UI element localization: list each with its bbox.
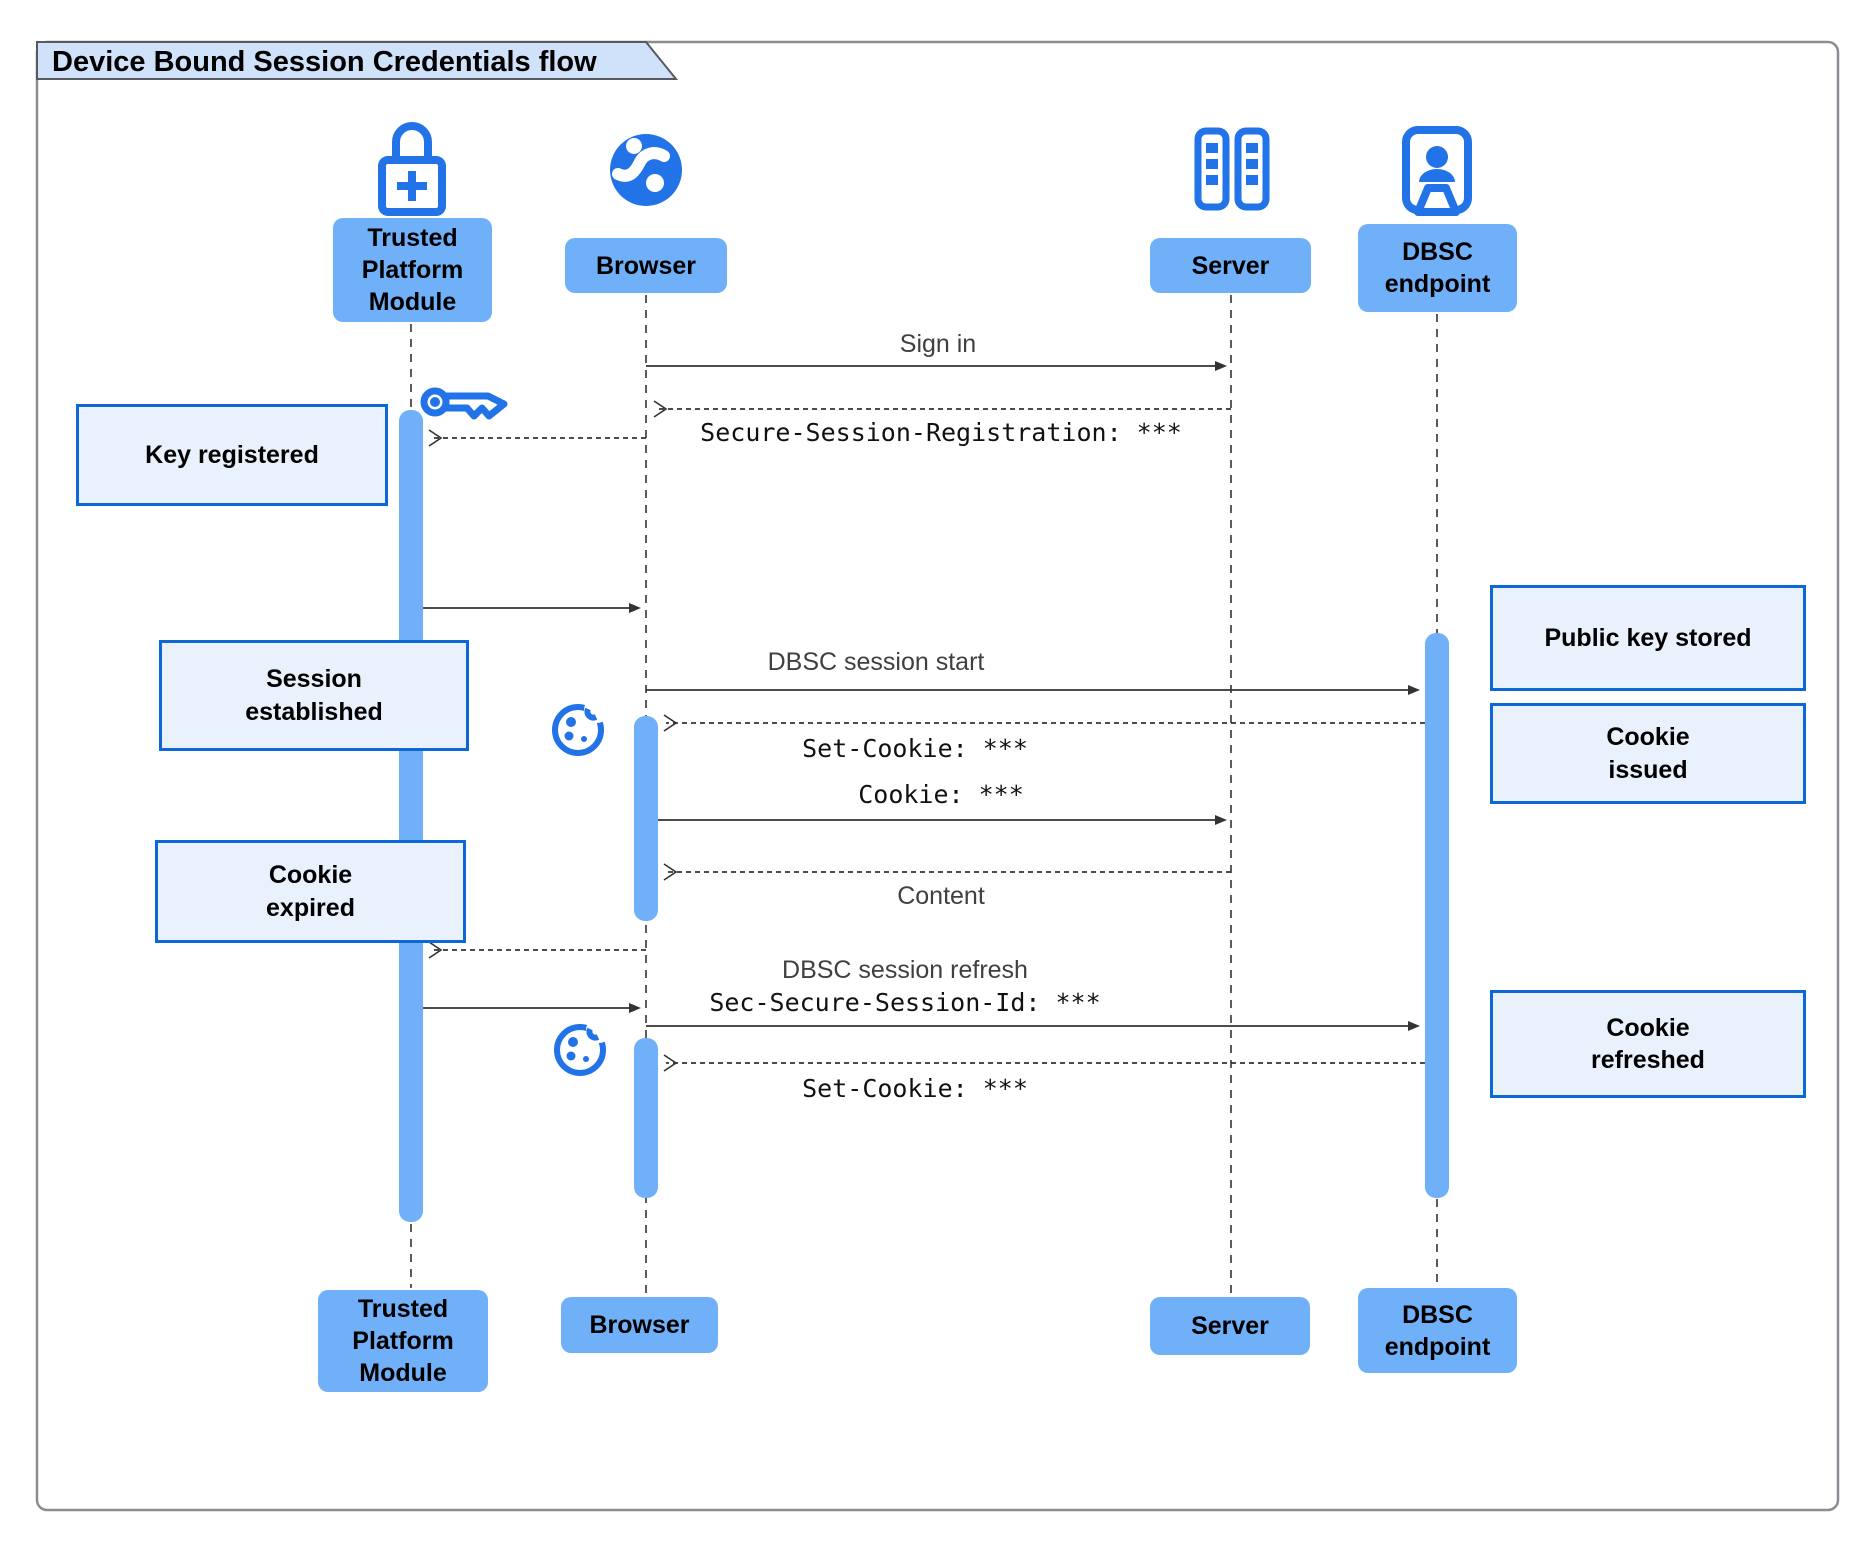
diagram-title: Device Bound Session Credentials flow (52, 46, 597, 78)
diagram-frame (35, 40, 1840, 1512)
note-cookie-expired: Cookie expired (155, 840, 466, 943)
participant-server-top: Server (1150, 238, 1311, 293)
participant-tpm-bottom: Trusted Platform Module (318, 1290, 488, 1392)
note-cookie-issued: Cookie issued (1490, 703, 1806, 804)
note-public-key-stored: Public key stored (1490, 585, 1806, 691)
message-set-cookie-1: Set-Cookie: *** (802, 734, 1028, 763)
message-dbsc-session-refresh: DBSC session refresh (782, 956, 1028, 984)
message-content: Content (897, 882, 985, 910)
activation-tpm (399, 410, 423, 1222)
cookie-icon (554, 1017, 612, 1076)
activation-browser-2 (634, 1038, 658, 1198)
server-racks-icon (1194, 127, 1270, 211)
message-sign-in: Sign in (899, 330, 977, 358)
participant-browser-top: Browser (565, 238, 727, 293)
cookie-icon (552, 697, 610, 756)
lock-plus-icon (378, 122, 446, 216)
message-set-cookie-2: Set-Cookie: *** (802, 1074, 1028, 1103)
participant-dbsc-top: DBSC endpoint (1358, 224, 1517, 312)
key-icon (420, 387, 508, 420)
message-dbsc-session-start: DBSC session start (767, 648, 985, 676)
title-tab (36, 41, 679, 80)
note-cookie-refreshed: Cookie refreshed (1490, 990, 1806, 1098)
participant-dbsc-bottom: DBSC endpoint (1358, 1288, 1517, 1373)
note-session-established: Session established (159, 640, 469, 751)
participant-tpm-top: Trusted Platform Module (333, 218, 492, 322)
participant-server-bottom: Server (1150, 1297, 1310, 1355)
activation-dbsc (1425, 633, 1449, 1198)
note-key-registered: Key registered (76, 404, 388, 506)
participant-browser-bottom: Browser (561, 1297, 718, 1353)
globe-icon (610, 134, 682, 206)
message-sec-secure-session-id: Sec-Secure-Session-Id: *** (709, 988, 1101, 1017)
message-secure-session-registration: Secure-Session-Registration: *** (700, 418, 1182, 447)
activation-browser-1 (634, 716, 658, 921)
message-cookie: Cookie: *** (858, 780, 1024, 809)
contact-card-icon (1402, 126, 1472, 216)
